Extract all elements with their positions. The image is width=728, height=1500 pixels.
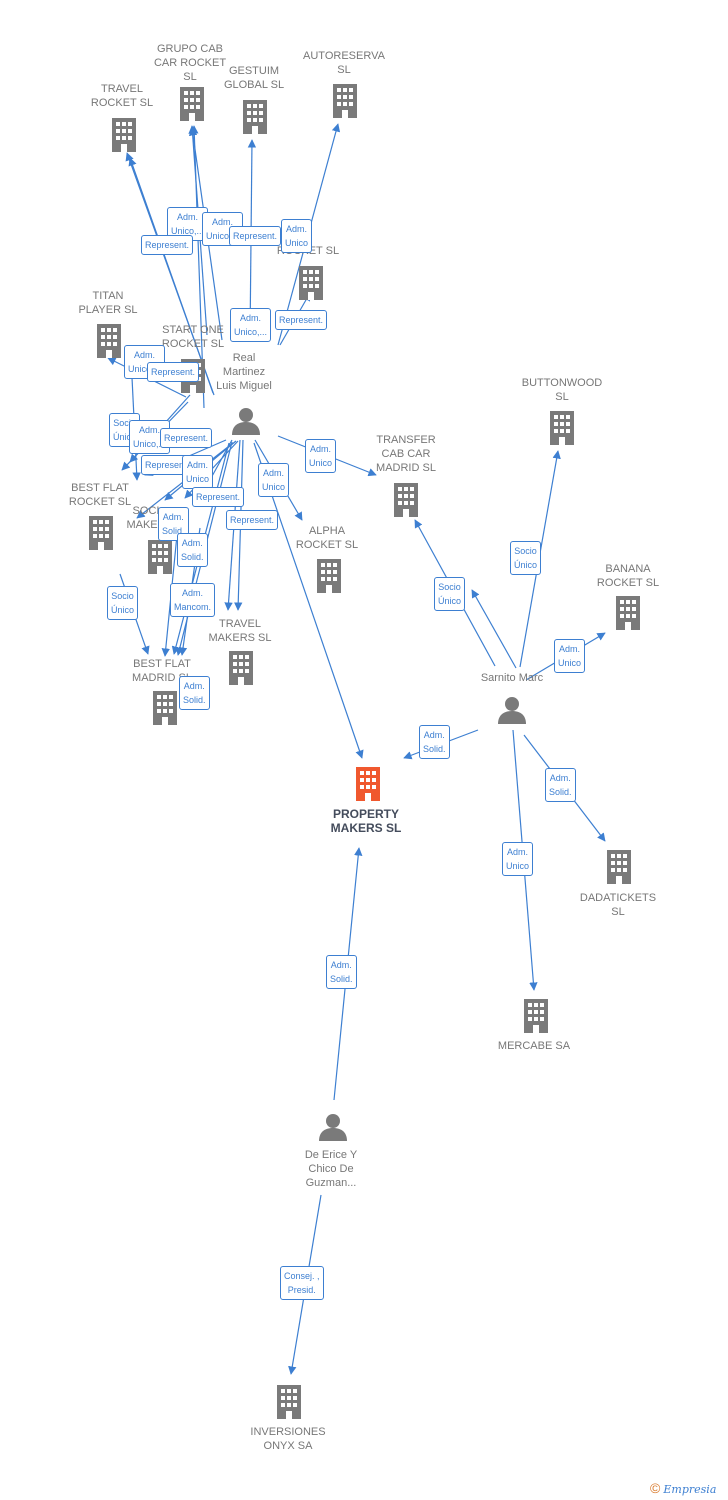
building-icon[interactable] xyxy=(112,118,136,152)
relation-label[interactable]: Represent. xyxy=(226,510,279,530)
company-node-label[interactable]: START ONE ROCKET SL xyxy=(161,324,225,350)
company-node-label[interactable]: INVERSIONES ONYX SA xyxy=(250,1426,326,1452)
company-node-label[interactable]: PROPERTY MAKERS SL xyxy=(330,807,402,835)
person-icon[interactable] xyxy=(319,1114,347,1141)
company-node-label[interactable]: SOCI MAKER xyxy=(126,505,166,531)
company-node-label[interactable]: TRAVEL MAKERS SL xyxy=(208,618,272,644)
building-icon[interactable] xyxy=(524,999,548,1033)
relation-label[interactable]: Represent. xyxy=(160,428,213,448)
company-node-label[interactable]: TRAVEL ROCKET SL xyxy=(90,83,154,109)
relation-label[interactable]: Adm. Unico xyxy=(502,842,534,876)
building-icon[interactable] xyxy=(607,850,631,884)
company-node-label[interactable]: BUTTONWOOD SL xyxy=(521,377,603,403)
building-icon[interactable] xyxy=(394,483,418,517)
company-node-label[interactable]: GESTUIM GLOBAL SL xyxy=(223,65,285,91)
relation-label[interactable]: Adm. Unico,... xyxy=(230,308,272,342)
relation-label[interactable]: Represent. xyxy=(229,226,282,246)
relation-label[interactable]: Represent. xyxy=(141,235,194,255)
building-icon[interactable] xyxy=(299,266,323,300)
relation-label[interactable]: Represent. xyxy=(275,310,328,330)
relation-label[interactable]: Adm. Solid. xyxy=(419,725,450,759)
building-icon[interactable] xyxy=(229,651,253,685)
building-icon[interactable] xyxy=(550,411,574,445)
building-icon[interactable] xyxy=(148,540,172,574)
company-node-label[interactable]: ALPHA ROCKET SL xyxy=(295,525,359,551)
building-icon[interactable] xyxy=(153,691,177,725)
person-node-label[interactable]: Real Martinez Luis Miguel xyxy=(216,352,272,392)
person-icon[interactable] xyxy=(498,697,526,724)
building-icon[interactable] xyxy=(616,596,640,630)
relation-label[interactable]: Socio Único xyxy=(510,541,542,575)
relation-label[interactable]: Adm. Unico xyxy=(554,639,586,673)
person-node-label[interactable]: De Erice Y Chico De Guzman... xyxy=(304,1149,358,1189)
brand-name: Empresia xyxy=(663,1483,717,1496)
relation-label[interactable]: Represent. xyxy=(192,487,245,507)
building-icon[interactable] xyxy=(180,87,204,121)
relation-label[interactable]: Adm. Unico xyxy=(258,463,290,497)
company-node-label[interactable]: BEST FLAT ROCKET SL xyxy=(68,482,132,508)
company-node-label[interactable]: MERCABE SA xyxy=(497,1040,571,1052)
relation-label[interactable]: Represent. xyxy=(141,455,194,475)
relation-edge xyxy=(125,152,215,396)
relation-label[interactable]: Represent. xyxy=(147,362,200,382)
company-node-label[interactable]: GRUPO CAB CAR ROCKET SL xyxy=(153,43,227,83)
brand-logo[interactable]: © Empresia xyxy=(650,1480,716,1496)
company-node-label[interactable]: DADATICKETS SL xyxy=(579,892,657,918)
building-icon[interactable] xyxy=(277,1385,301,1419)
building-icon[interactable] xyxy=(243,100,267,134)
building-icon[interactable] xyxy=(356,767,380,801)
company-node-label[interactable]: AUTORESERVA SL xyxy=(303,50,385,76)
relation-label[interactable]: Adm. Solid. xyxy=(545,768,576,802)
relation-label[interactable]: Adm. Solid. xyxy=(179,676,210,710)
relation-edge xyxy=(471,589,517,669)
company-node-label[interactable]: BEST FLAT MADRID SL xyxy=(132,658,192,684)
relation-label[interactable]: Adm. Solid. xyxy=(326,955,357,989)
building-icon[interactable] xyxy=(317,559,341,593)
company-node-label[interactable]: TITAN PLAYER SL xyxy=(78,290,138,316)
relation-label[interactable]: Socio Único xyxy=(107,586,139,620)
relation-label[interactable]: Adm. Unico xyxy=(182,455,214,489)
building-icon[interactable] xyxy=(97,324,121,358)
relation-label[interactable]: Consej. , Presid. xyxy=(280,1266,324,1300)
company-node-label[interactable]: BANANA ROCKET SL xyxy=(596,563,660,589)
relation-label[interactable]: Socio Único xyxy=(434,577,466,611)
relation-label[interactable]: Adm. Unico xyxy=(305,439,337,473)
relation-label[interactable]: Adm. Mancom. xyxy=(170,583,216,617)
person-icon[interactable] xyxy=(232,408,260,435)
company-node-label[interactable]: TRANSFER CAB CAR MADRID SL xyxy=(376,434,436,474)
relation-label[interactable]: Adm. Unico xyxy=(281,219,313,253)
relation-label[interactable]: Adm. Solid. xyxy=(177,533,208,567)
person-node-label[interactable]: Sarnito Marc xyxy=(480,672,544,684)
copyright-icon: © xyxy=(650,1480,661,1496)
building-icon[interactable] xyxy=(333,84,357,118)
